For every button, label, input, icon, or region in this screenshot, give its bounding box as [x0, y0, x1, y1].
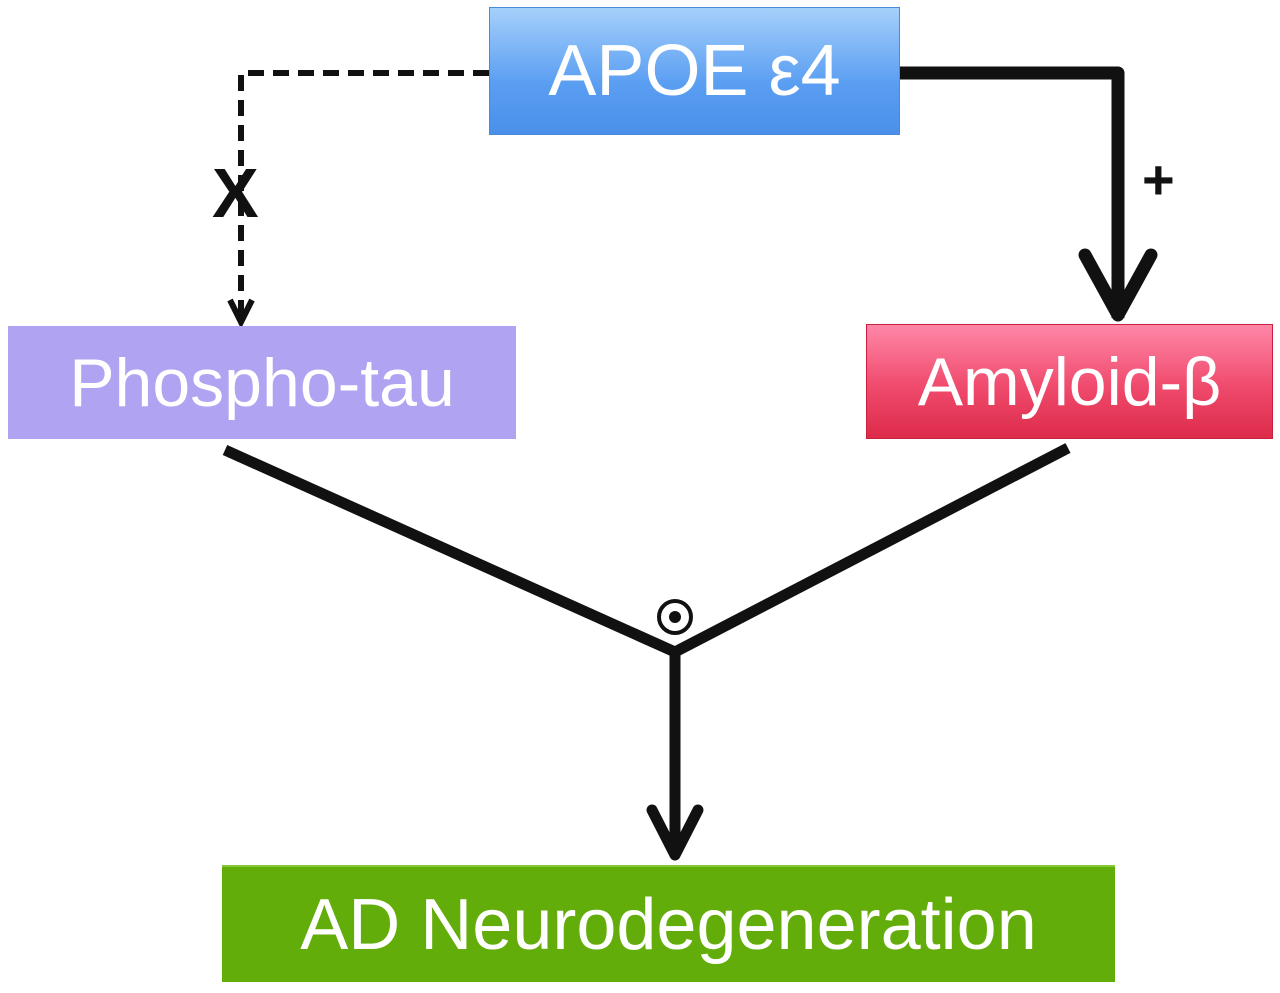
edge-phospho-tau-to-junction [222, 444, 678, 658]
edge-apoe-to-phospho-tau [238, 70, 489, 318]
edge-amyloid-beta-to-junction [672, 443, 1071, 657]
interaction-symbol-icon [657, 599, 693, 635]
arrowhead-amyloid-beta [1078, 248, 1158, 322]
node-amyloid-beta: Amyloid-β [866, 324, 1273, 439]
edge-apoe-to-amyloid-beta [900, 66, 1125, 318]
node-ad-neurodegeneration-label: AD Neurodegeneration [300, 884, 1037, 965]
node-phospho-tau: Phospho-tau [8, 326, 516, 439]
blocked-edge-label: X [212, 154, 259, 232]
positive-edge-label: + [1142, 148, 1175, 211]
node-apoe-e4-label: APOE ε4 [548, 31, 841, 111]
node-amyloid-beta-label: Amyloid-β [917, 343, 1222, 420]
node-ad-neurodegeneration: AD Neurodegeneration [222, 865, 1115, 982]
node-phospho-tau-label: Phospho-tau [69, 344, 455, 421]
arrowhead-ad [646, 804, 704, 861]
arrowhead-phospho-tau [227, 298, 255, 329]
node-apoe-e4: APOE ε4 [489, 7, 900, 135]
